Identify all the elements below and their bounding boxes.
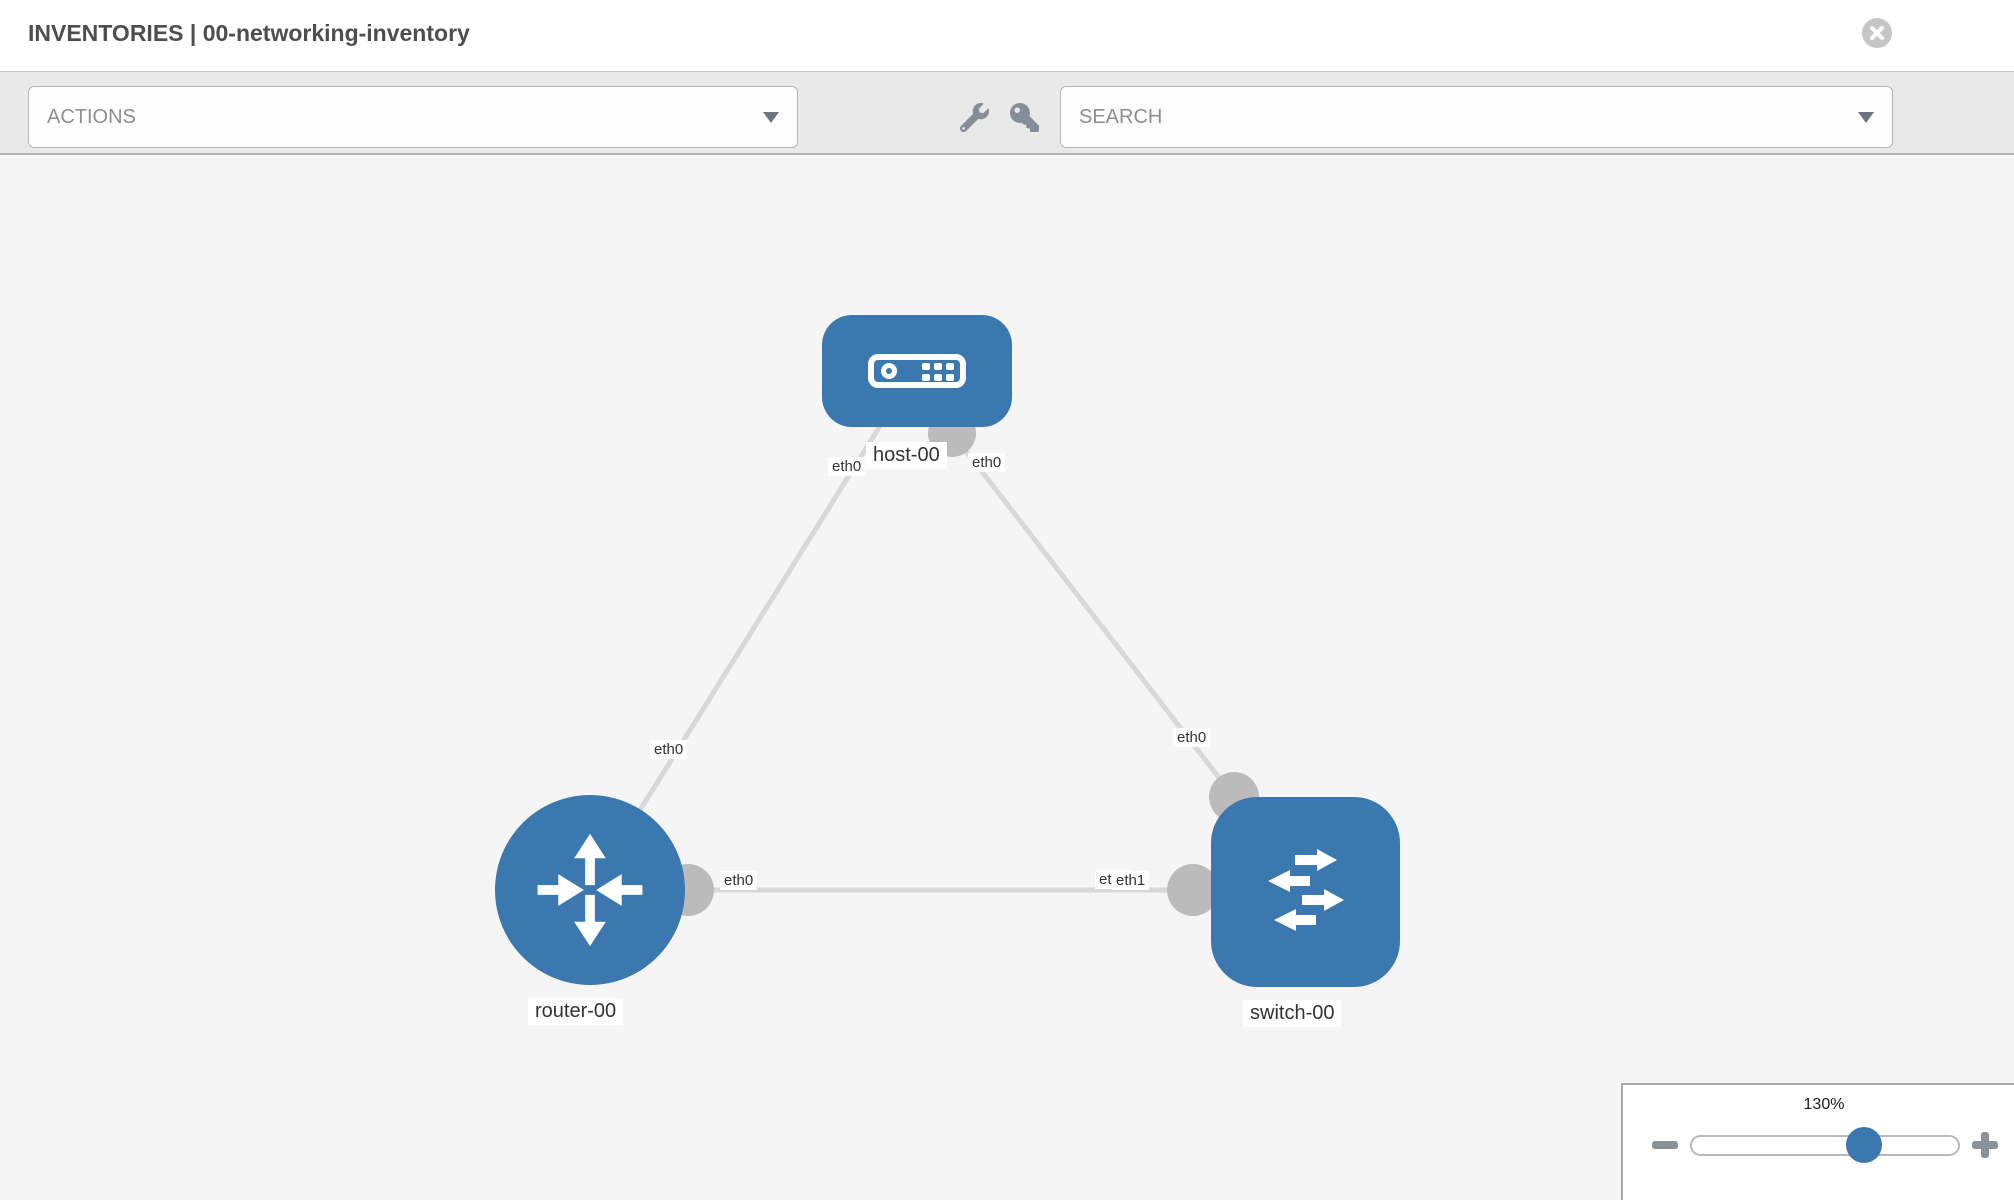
wrench-icon[interactable]: [960, 103, 989, 132]
chevron-down-icon: [763, 112, 779, 123]
node-host-00[interactable]: [822, 315, 1012, 427]
interface-label: eth0: [828, 457, 866, 476]
toolbar: ACTIONS SEARCH: [0, 71, 2014, 155]
key-icon[interactable]: [1010, 103, 1039, 132]
switch-icon: [1267, 849, 1344, 931]
host-icon: [868, 354, 966, 388]
interface-label: eth0: [968, 453, 1006, 472]
close-button[interactable]: [1862, 18, 1892, 48]
zoom-slider-handle[interactable]: [1846, 1127, 1882, 1163]
node-switch-00[interactable]: [1211, 797, 1400, 987]
node-label: host-00: [866, 442, 947, 469]
interface-connector: [1167, 864, 1219, 916]
interface-label: eth0: [1173, 728, 1211, 747]
topology-canvas[interactable]: eth0 eth0 eth0 eth0 eth0 eth0 eth1 host-…: [0, 155, 2014, 1200]
minus-icon: [1652, 1141, 1678, 1149]
actions-placeholder: ACTIONS: [47, 105, 136, 128]
topology-links-layer: [587, 408, 1259, 916]
interface-label: eth0: [650, 740, 688, 759]
page-title: INVENTORIES | 00-networking-inventory: [28, 20, 470, 46]
plus-icon: [1981, 1132, 1989, 1158]
zoom-slider[interactable]: [1690, 1135, 1960, 1156]
zoom-out-button[interactable]: [1649, 1133, 1681, 1157]
interface-label: eth0: [720, 871, 758, 890]
zoom-panel: 130%: [1621, 1083, 2014, 1200]
router-icon: [537, 833, 643, 947]
header-bar: INVENTORIES | 00-networking-inventory: [0, 0, 2014, 71]
node-router-00[interactable]: [495, 795, 685, 985]
interface-label: eth1: [1112, 871, 1150, 890]
search-placeholder: SEARCH: [1079, 105, 1163, 128]
node-label: switch-00: [1243, 1000, 1342, 1027]
actions-select[interactable]: ACTIONS: [28, 86, 798, 148]
node-label: router-00: [528, 998, 624, 1025]
chevron-down-icon: [1858, 112, 1874, 123]
zoom-level: 130%: [1803, 1096, 1845, 1113]
search-select[interactable]: SEARCH: [1060, 86, 1893, 148]
close-icon: [1870, 26, 1884, 40]
zoom-in-button[interactable]: [1969, 1128, 2001, 1162]
